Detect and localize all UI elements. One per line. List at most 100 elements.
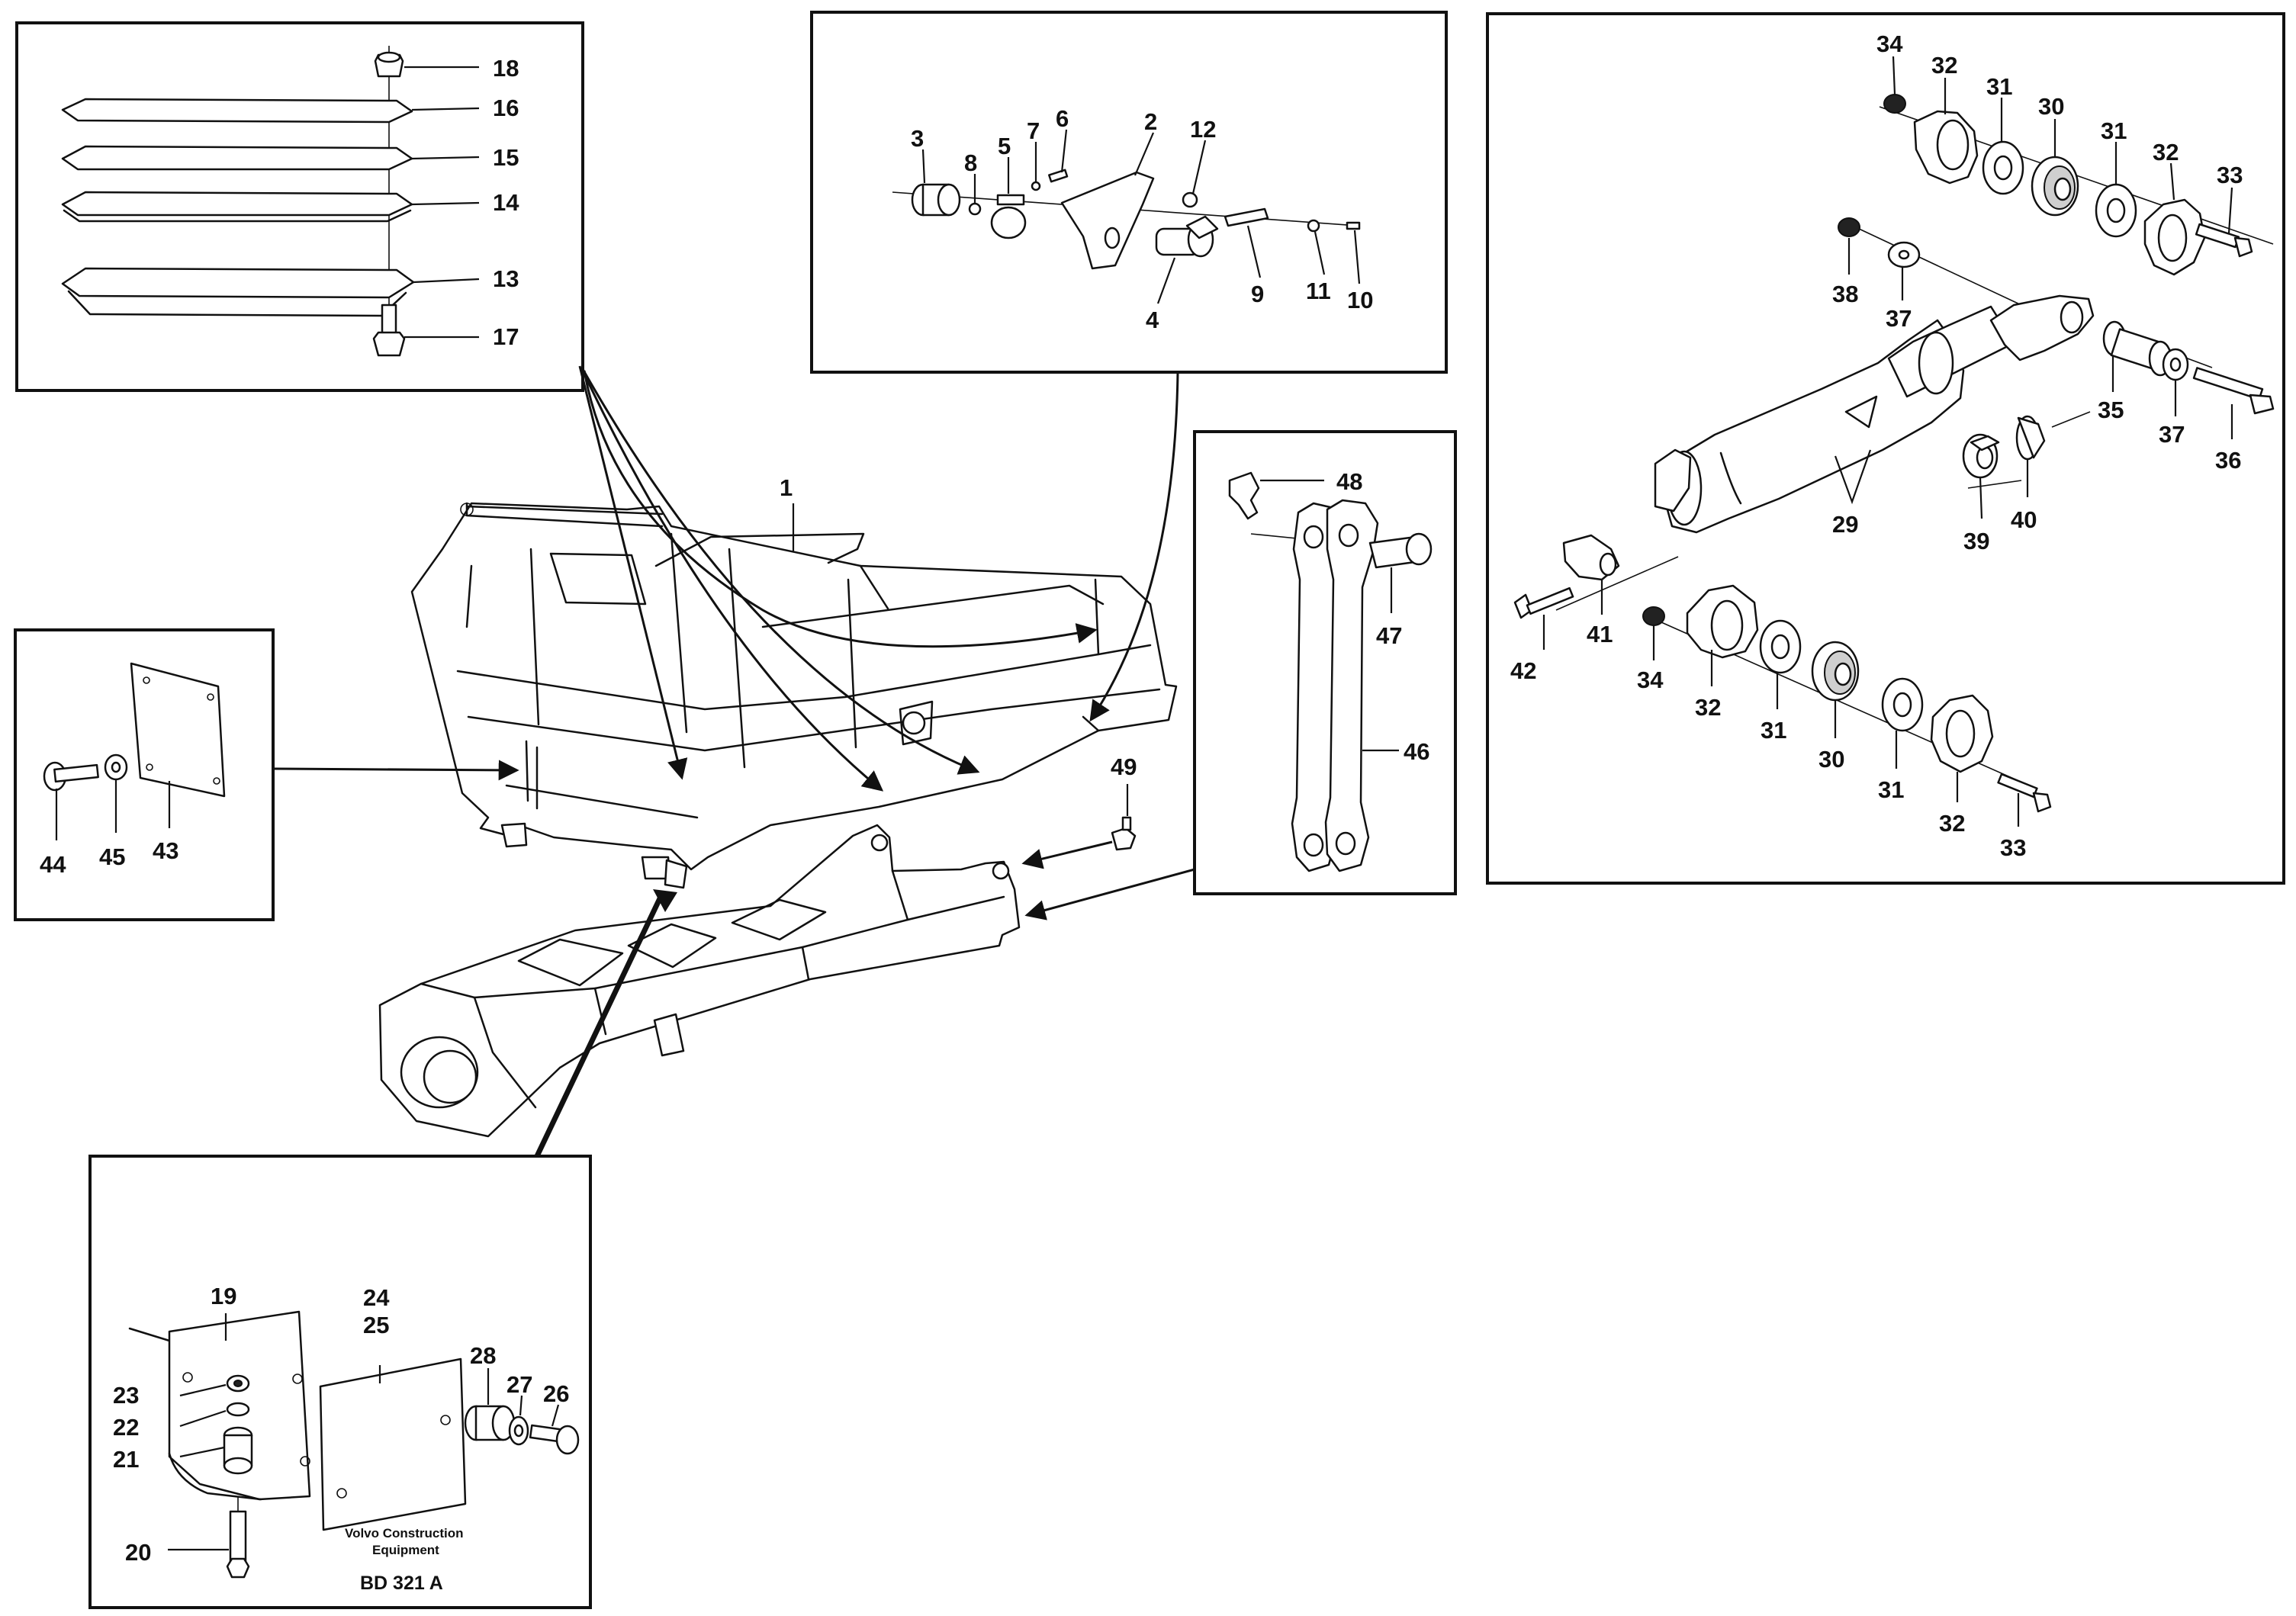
bearing-cap-32-upper-right (2143, 198, 2206, 276)
detail-box-tipping-cylinder (1486, 12, 2285, 885)
bolt-17 (372, 304, 406, 357)
nut-18 (374, 51, 404, 78)
bearing-cap-32-upper-left (1913, 110, 1979, 185)
tipping-cylinder-parts (1513, 94, 2275, 813)
washer-11 (1307, 219, 1320, 233)
label-14: 14 (493, 189, 519, 216)
label-21: 21 (113, 1446, 139, 1473)
label-46: 46 (1404, 738, 1429, 765)
bolt-33-lower (1997, 773, 2052, 813)
rubber-cushion-21 (223, 1426, 253, 1475)
leaders-link-arm (1260, 479, 1399, 752)
label-12: 12 (1190, 116, 1216, 143)
clevis-41 (1562, 534, 1620, 581)
label-17: 17 (493, 323, 519, 350)
label-49: 49 (1111, 753, 1137, 780)
nut-12 (1182, 191, 1198, 208)
pin-47 (1368, 532, 1433, 569)
label-13: 13 (493, 265, 519, 292)
label-18: 18 (493, 55, 519, 82)
pin-lock-parts (892, 169, 1361, 270)
bearing-cap-32-lower-right (1930, 694, 1994, 773)
plate-13 (61, 267, 415, 317)
label-45: 45 (99, 843, 125, 870)
label-31-lower-left: 31 (1761, 717, 1786, 744)
label-29: 29 (1832, 511, 1858, 538)
label-31-upper-left: 31 (1986, 73, 2012, 100)
detail-box-pin-lock (810, 11, 1448, 374)
lock-plate-9 (1224, 207, 1269, 227)
label-31-upper-right: 31 (2101, 117, 2127, 144)
washer-37-lower (2162, 348, 2189, 381)
washer-27 (508, 1415, 529, 1446)
cover-43 (130, 662, 226, 798)
leaders-side-cover (55, 779, 171, 840)
label-23: 23 (113, 1382, 139, 1409)
detail-box-side-cover (14, 628, 275, 921)
label-35: 35 (2098, 397, 2124, 423)
label-25: 25 (363, 1312, 389, 1338)
bearing-30-upper (2031, 156, 2079, 217)
label-32-upper-left: 32 (1931, 52, 1957, 79)
cylinder-29 (1654, 294, 2095, 534)
detail-box-cover-plates (15, 21, 584, 392)
side-cover-parts (43, 662, 226, 798)
leaders-tipping-cylinder (1542, 56, 2233, 827)
label-33-upper: 33 (2217, 162, 2243, 188)
washer-23 (226, 1374, 250, 1393)
plate-15 (61, 145, 413, 171)
nut-34-lower (1642, 606, 1665, 626)
label-38: 38 (1832, 281, 1858, 307)
label-44: 44 (40, 851, 66, 878)
label-26: 26 (543, 1380, 569, 1407)
screw-10 (1346, 221, 1361, 230)
screw-6 (1048, 169, 1069, 183)
bushing-3 (911, 183, 961, 217)
washer-31-lower-left (1759, 619, 1802, 674)
dump-body-1 (410, 502, 1178, 889)
grease-nipple-49 (1111, 816, 1137, 851)
washer-31-upper-left (1982, 140, 2024, 195)
label-30-lower: 30 (1818, 746, 1844, 773)
bearing-30-lower (1811, 641, 1860, 702)
link-arm-parts (1228, 471, 1433, 872)
connector-arrows (272, 365, 1195, 1158)
label-47: 47 (1376, 622, 1402, 649)
drawing-code: BD 321 A (360, 1573, 443, 1594)
bushing-28 (464, 1405, 516, 1441)
label-7: 7 (1027, 117, 1040, 144)
plate-2 (1060, 171, 1155, 270)
label-15: 15 (493, 144, 519, 171)
bolt-36 (2192, 367, 2275, 415)
washer-22 (226, 1402, 250, 1417)
label-48: 48 (1336, 468, 1362, 495)
label-4: 4 (1146, 307, 1159, 333)
bolt-20 (226, 1496, 250, 1579)
label-10: 10 (1347, 287, 1373, 313)
bolt-44 (43, 761, 99, 792)
nut-38 (1838, 217, 1860, 237)
bearing-cap-32-lower-left (1686, 584, 1759, 659)
label-33-lower: 33 (2000, 834, 2026, 861)
label-40: 40 (2011, 506, 2037, 533)
grease-nipple-48 (1228, 471, 1260, 520)
leaders-chassis-support (168, 1313, 560, 1551)
label-20: 20 (125, 1539, 151, 1566)
label-34-lower: 34 (1637, 667, 1664, 693)
cover-plate-stack (61, 46, 415, 357)
label-31-lower-right: 31 (1878, 776, 1904, 803)
label-39: 39 (1963, 528, 1989, 554)
label-28: 28 (470, 1342, 496, 1369)
bolt-42 (1513, 586, 1574, 619)
leaders-cover-plates (404, 66, 480, 339)
manufacturer-line-2: Equipment (372, 1543, 439, 1557)
label-42: 42 (1510, 657, 1536, 684)
bolt-26 (529, 1424, 580, 1455)
washer-8 (968, 202, 982, 216)
cover-plate-24-25 (319, 1357, 467, 1531)
label-8: 8 (964, 149, 977, 176)
label-16: 16 (493, 95, 519, 121)
label-37-upper: 37 (1886, 305, 1912, 332)
